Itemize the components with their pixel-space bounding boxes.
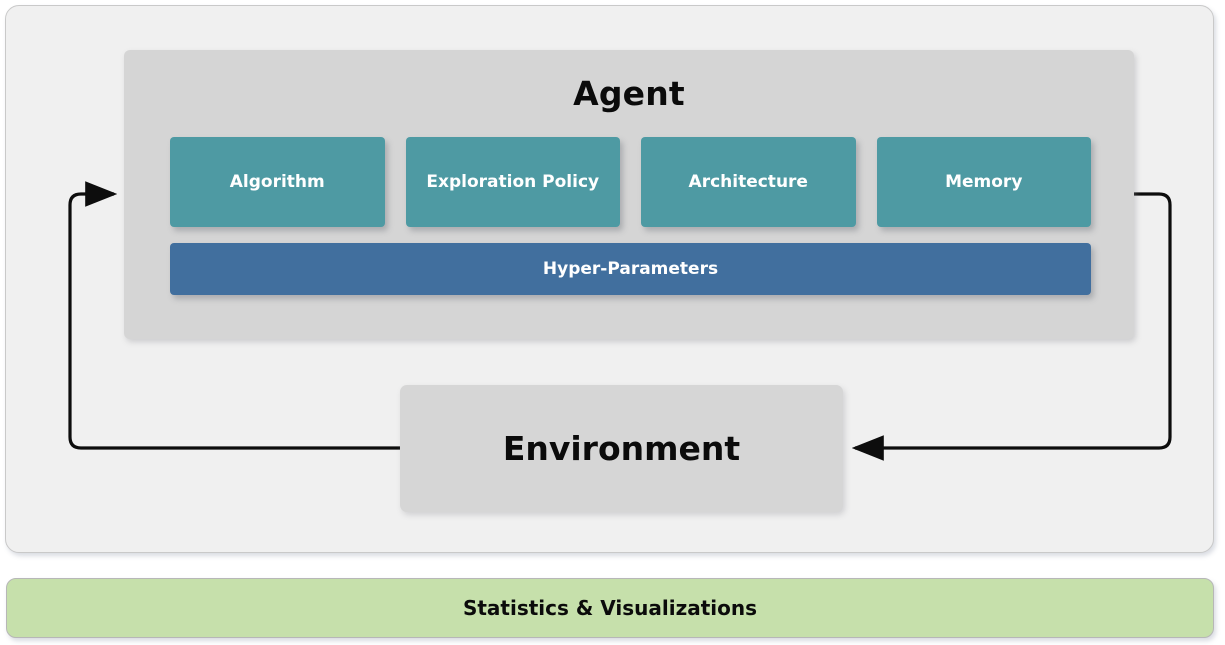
hyper-parameters-label: Hyper-Parameters: [542, 259, 719, 279]
statistics-visualizations-label: Statistics & Visualizations: [462, 596, 758, 620]
agent-component-row: Algorithm Exploration Policy Architectur…: [170, 137, 1091, 227]
hyper-parameters-bar[interactable]: Hyper-Parameters: [170, 243, 1091, 295]
environment-box[interactable]: Environment: [400, 385, 843, 512]
agent-component-architecture[interactable]: Architecture: [641, 137, 856, 227]
agent-component-algorithm[interactable]: Algorithm: [170, 137, 385, 227]
agent-component-label: Memory: [945, 172, 1023, 192]
agent-component-label: Architecture: [688, 172, 808, 192]
statistics-visualizations-bar[interactable]: Statistics & Visualizations: [6, 578, 1214, 638]
agent-panel[interactable]: Agent Algorithm Exploration Policy Archi…: [124, 50, 1134, 339]
agent-component-exploration-policy[interactable]: Exploration Policy: [405, 137, 620, 227]
agent-component-label: Algorithm: [229, 172, 325, 192]
agent-component-label: Exploration Policy: [426, 172, 600, 192]
environment-label: Environment: [502, 429, 741, 468]
agent-component-memory[interactable]: Memory: [876, 137, 1091, 227]
agent-title: Agent: [573, 74, 685, 113]
